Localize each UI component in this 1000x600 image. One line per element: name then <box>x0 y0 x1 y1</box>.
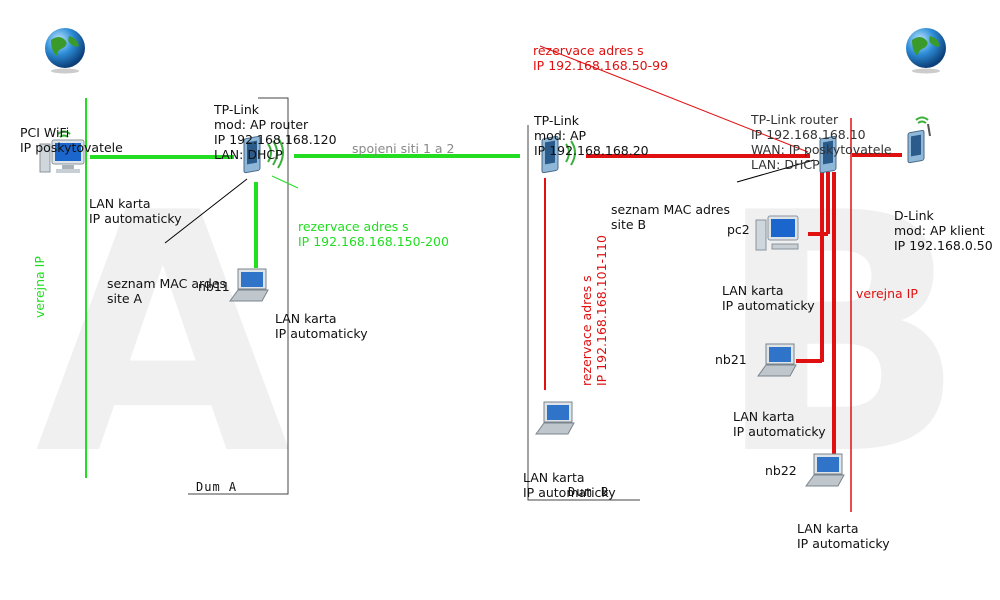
public-ip-b-label: verejna IP <box>856 286 918 301</box>
watermark-letter-a: A <box>35 143 291 527</box>
router-icon <box>243 135 284 174</box>
house-a-outline <box>188 97 289 495</box>
nb21-name: nb21 <box>715 352 747 367</box>
router-icon <box>907 116 931 164</box>
desktop-icon <box>755 215 799 251</box>
laptop-icon <box>535 401 575 435</box>
globe-icon <box>45 28 85 74</box>
pc2-name: pc2 <box>727 222 750 237</box>
mac-b-pointer <box>736 159 815 183</box>
nb22-name: nb22 <box>765 463 797 478</box>
laptop-icon <box>757 343 797 377</box>
wifi-pc-icon <box>39 130 85 173</box>
laptop-icon <box>229 268 269 302</box>
laptop-icon <box>805 453 845 487</box>
reservation-top-pointer <box>539 45 809 153</box>
router-icon <box>541 135 576 174</box>
house-b-label: Dum B <box>568 485 610 499</box>
mac-a-pointer <box>164 178 248 244</box>
public-ip-a-label: verejna IP <box>32 256 47 318</box>
router-icon <box>819 135 837 174</box>
house-b-outline <box>527 125 640 501</box>
house-a-label: Dum A <box>196 480 238 494</box>
site-link-label: spojeni siti 1 a 2 <box>352 141 455 156</box>
globe-icon <box>906 28 946 74</box>
reservation-a-pointer <box>271 175 299 189</box>
nb11-name: nb11 <box>198 279 230 294</box>
